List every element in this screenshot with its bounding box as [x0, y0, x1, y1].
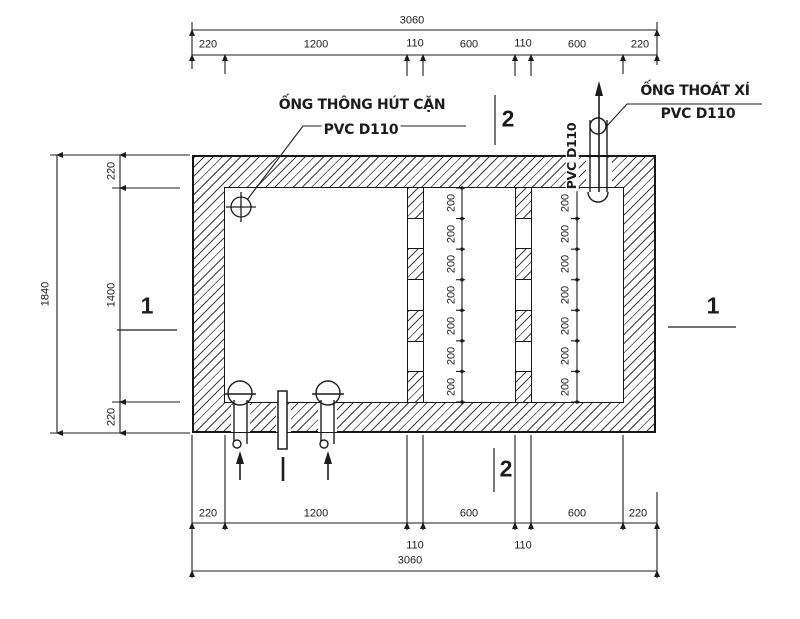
dim-label-bottom: 1200: [303, 507, 329, 520]
dim-label-top: 1200: [303, 38, 329, 51]
dim-label-top: 220: [198, 38, 218, 51]
chain-dim-label: 200: [445, 255, 458, 274]
outlet-pipe: [587, 81, 609, 203]
outlet-pipe-label-line1: ỐNG THOÁT XÍ: [640, 83, 750, 99]
partition-hatch-segment: [516, 372, 531, 403]
bottom-dimension-lines: [191, 435, 658, 578]
outlet-pipe-label-line2: PVC D110: [660, 106, 736, 122]
partition-wall-2: [514, 188, 533, 403]
dim-label-bottom: 600: [567, 507, 587, 520]
chain-dim-label: 200: [445, 377, 458, 396]
up-arrow-icon: [324, 451, 332, 464]
section-marker-1-left: 1: [140, 292, 154, 319]
outlet-pipe-vertical-label: PVC D110: [563, 120, 579, 192]
pipe-circle-icon: [589, 117, 607, 135]
section-marker-1-right: 1: [706, 292, 720, 319]
dim-label-bottom: 110: [406, 539, 424, 552]
partition-wall-1: [406, 188, 425, 403]
dim-bottom-total: 3060: [397, 554, 423, 567]
top-dimension-lines: [191, 22, 658, 76]
partition-hatch-segment: [516, 310, 531, 341]
generated-chain-lines: [56, 29, 660, 577]
dim-label-top: 600: [567, 38, 587, 51]
partition-hatch-segment: [516, 188, 531, 218]
up-arrow-icon: [595, 81, 603, 96]
partition-opening: [514, 217, 533, 250]
dim-label-bottom: 220: [628, 507, 648, 520]
partition-hatch-segment: [408, 372, 423, 403]
chain-dim-label: 200: [445, 316, 458, 335]
pipe-crosshair-icon: [226, 192, 256, 222]
dim-label-left: 220: [105, 161, 118, 181]
dim-label-top: 220: [630, 38, 650, 51]
chain-dim-label: 200: [559, 224, 572, 244]
pipe-circle-icon: [227, 380, 253, 406]
dim-label-top: 600: [459, 38, 479, 51]
dim-top-total: 3060: [399, 14, 425, 27]
dim-label-top: 110: [406, 37, 424, 50]
pipe-circle-icon: [315, 380, 341, 406]
leader-lines: [243, 103, 762, 205]
middle-pipe: [277, 390, 288, 481]
suction-pipe-label-line2: PVC D110: [321, 122, 401, 138]
chain-dim-label: 200: [559, 255, 572, 274]
inlet-pipe-b: [312, 380, 344, 480]
suction-pipe-label-line1: ỐNG THÔNG HÚT CẶN: [278, 97, 446, 113]
chain-dim-label: 200: [445, 194, 458, 213]
chain-dim-label: 200: [445, 224, 458, 244]
chain-dim-label: 200: [445, 285, 458, 305]
pipe-b-wall-gap: [318, 404, 337, 432]
partition-opening: [406, 217, 425, 250]
section-cut-line: [117, 95, 736, 492]
partition-opening: [514, 279, 533, 311]
chain-dim-label: 200: [559, 194, 572, 213]
dim-label-left: 1400: [105, 282, 118, 308]
chain-dim-label: 200: [559, 285, 572, 305]
chain-dim-label: 200: [559, 346, 572, 366]
dim-label-bottom: 600: [459, 507, 479, 520]
partition-hatch-segment: [408, 188, 423, 218]
dim-left-total: 1840: [39, 281, 52, 307]
partition-opening: [514, 340, 533, 373]
dim-label-bottom: 220: [198, 507, 218, 520]
dim-label-top: 110: [514, 37, 532, 50]
chain-dim-label: 200: [559, 316, 572, 335]
section-marker-2-bottom: 2: [499, 455, 513, 482]
dim-label-bottom: 110: [514, 539, 532, 552]
pipe-a-wall-gap: [231, 404, 250, 432]
chain-dim-label: 200: [445, 346, 458, 366]
dim-label-left: 220: [105, 407, 118, 427]
partition-opening: [406, 340, 425, 373]
section-marker-2-top: 2: [501, 105, 515, 132]
partition-hatch-segment: [408, 249, 423, 280]
partition-hatch-segment: [408, 310, 423, 341]
left-dimension-lines: [50, 154, 190, 434]
chain-dim-label: 200: [559, 377, 572, 396]
partition-hatch-segment: [516, 249, 531, 280]
up-arrow-icon: [236, 451, 244, 464]
inlet-pipe-a: [224, 380, 256, 480]
partition-opening: [406, 279, 425, 311]
